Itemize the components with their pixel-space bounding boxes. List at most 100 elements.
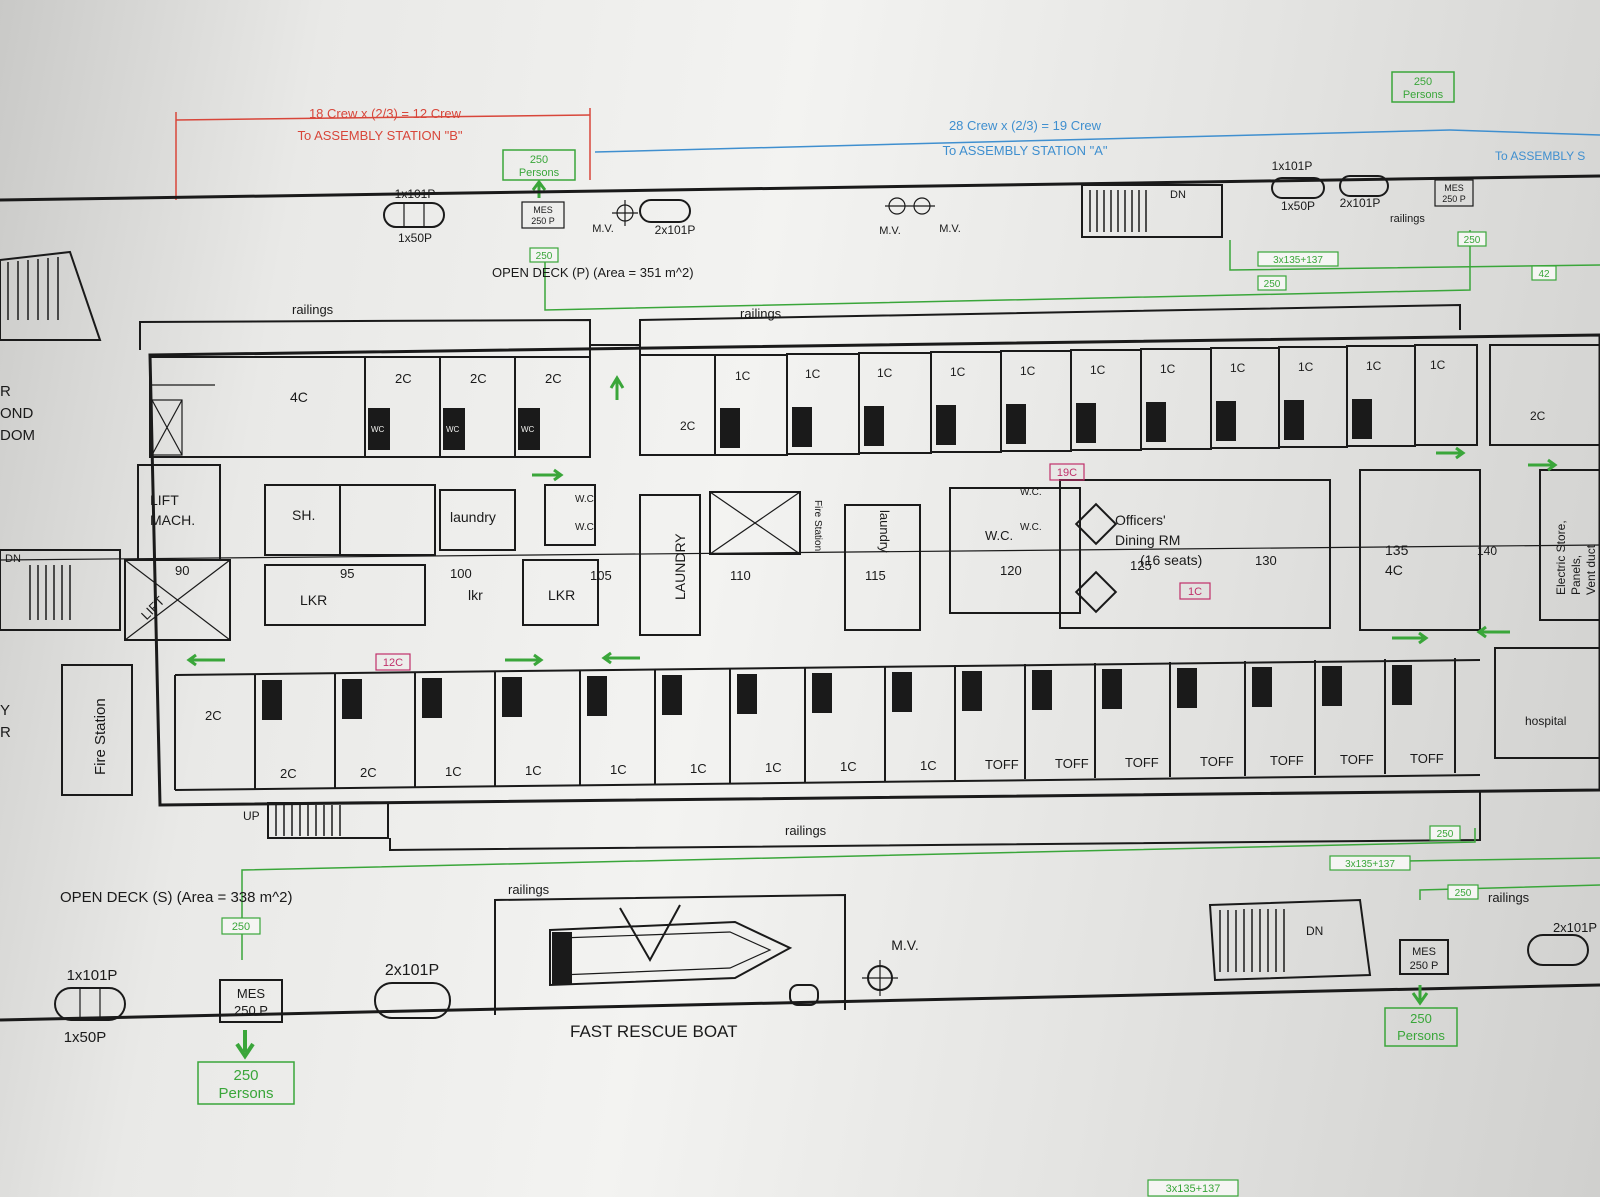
zone-tags: 19C 1C 12C <box>375 463 1211 671</box>
railings-label-starboard-fwd: railings <box>1488 890 1530 905</box>
mes-starboard-aft: MES 250 P <box>219 979 283 1023</box>
svg-text:LKR: LKR <box>548 587 575 603</box>
muster-250-persons-starboard-aft: 250 Persons <box>197 1030 295 1105</box>
railings-label-starboard: railings <box>785 823 827 838</box>
superstructure-outline <box>148 333 1600 807</box>
svg-text:1x101P: 1x101P <box>67 967 118 984</box>
laundry-main <box>639 494 701 636</box>
svg-text:1C: 1C <box>445 764 462 779</box>
muster-250-persons-starboard-fwd: 250 Persons <box>1384 985 1458 1047</box>
svg-text:120: 120 <box>1000 563 1022 578</box>
svg-text:3x135+137: 3x135+137 <box>1273 255 1323 266</box>
railing-port-mid <box>639 303 1461 345</box>
svg-text:DN: DN <box>5 553 21 565</box>
svg-text:Persons: Persons <box>1397 1028 1445 1043</box>
hull-line-starboard <box>0 983 1600 1022</box>
crew-to-station-a: 28 Crew x (2/3) = 19 Crew To ASSEMBLY ST… <box>594 118 1600 163</box>
svg-text:lkr: lkr <box>468 587 483 603</box>
svg-text:TOFF: TOFF <box>1340 752 1374 767</box>
svg-text:1C: 1C <box>1430 358 1446 372</box>
svg-text:2x101P: 2x101P <box>655 223 696 237</box>
crew-a-count: 28 Crew x (2/3) = 19 Crew <box>949 118 1102 133</box>
mv-port-2: M.V. M.V. <box>879 197 961 237</box>
svg-text:250: 250 <box>232 921 250 933</box>
svg-text:1C: 1C <box>1188 586 1202 598</box>
port-cabin-row: 4C 2C 2C 2C WC WC WC 2C 1C 1C 1C 1C <box>149 344 1600 458</box>
liferaft-starboard-aft: 1x101P 1x50P <box>54 967 126 1046</box>
svg-text:Persons: Persons <box>1403 89 1444 101</box>
svg-text:MES: MES <box>533 205 553 215</box>
svg-text:UP: UP <box>243 809 260 823</box>
stair-starboard-up: UP <box>243 802 389 839</box>
svg-text:250 P: 250 P <box>1410 960 1439 972</box>
muster-250-persons-top: 250 Persons <box>502 149 576 198</box>
stair-left-mid <box>0 549 121 631</box>
liferaft-port-aft: 1x101P 1x50P <box>383 187 445 245</box>
svg-text:1x101P: 1x101P <box>1272 159 1313 173</box>
svg-text:1C: 1C <box>1366 359 1382 373</box>
mv-starboard: M.V. <box>862 937 919 996</box>
svg-text:2C: 2C <box>470 371 487 386</box>
svg-text:90: 90 <box>175 563 189 578</box>
crew-to-station-b: 18 Crew x (2/3) = 12 Crew To ASSEMBLY ST… <box>175 106 591 200</box>
svg-text:W.C.: W.C. <box>1020 522 1042 533</box>
svg-text:MES: MES <box>1444 183 1464 193</box>
lift-shaft <box>124 559 231 641</box>
svg-text:1C: 1C <box>1160 362 1176 376</box>
muster-250-persons-top-right: 250 Persons <box>1391 71 1455 103</box>
starboard-cabin-row: 2C 2C 2C 1C 1C 1C 1C 1C 1C 1C TOFF TOFF … <box>174 647 1600 791</box>
svg-text:DN: DN <box>1170 189 1186 201</box>
svg-text:1C: 1C <box>877 366 893 380</box>
svg-text:1x101P: 1x101P <box>395 187 436 201</box>
liferaft-starboard-mid: 2x101P <box>374 962 451 1019</box>
svg-text:1C: 1C <box>690 761 707 776</box>
escape-route-starboard <box>241 828 1600 960</box>
svg-text:4C: 4C <box>1385 562 1403 578</box>
escape-arrow-up <box>609 375 625 400</box>
svg-text:laundry: laundry <box>450 509 496 525</box>
svg-text:135: 135 <box>1385 542 1409 558</box>
route-badges-starboard: 250 3x135+137 250 250 3x135+137 <box>221 825 1479 1197</box>
railings-label-port-fwd: railings <box>1390 213 1425 225</box>
svg-text:DN: DN <box>1306 924 1323 938</box>
svg-text:LIFT: LIFT <box>138 593 168 623</box>
liferaft-starboard-fwd: 2x101P <box>1527 920 1597 966</box>
svg-text:1C: 1C <box>805 367 821 381</box>
crew-a-destination: To ASSEMBLY STATION "A" <box>942 143 1107 158</box>
mv-port-1: M.V. <box>592 200 638 235</box>
svg-text:Vent duct: Vent duct <box>1584 544 1598 595</box>
crew-a-destination-partial: To ASSEMBLY S <box>1495 149 1585 163</box>
svg-text:1C: 1C <box>1090 363 1106 377</box>
central-zone: LIFT MACH. LIFT 90 SH. laundry W.C. W.C.… <box>0 464 1600 641</box>
svg-text:R: R <box>0 383 11 400</box>
svg-text:250: 250 <box>530 154 548 166</box>
svg-text:1C: 1C <box>735 369 751 383</box>
officers-dining-room <box>1059 479 1331 629</box>
svg-text:2C: 2C <box>1530 409 1546 423</box>
svg-text:MES: MES <box>237 986 266 1001</box>
svg-text:M.V.: M.V. <box>891 937 919 953</box>
svg-text:W.C.: W.C. <box>575 522 597 533</box>
svg-text:250: 250 <box>233 1067 258 1084</box>
svg-text:laundry: laundry <box>877 510 892 553</box>
svg-text:TOFF: TOFF <box>1125 755 1159 770</box>
svg-text:Dining RM: Dining RM <box>1115 532 1180 548</box>
open-deck-port-label: OPEN DECK (P) (Area = 351 m^2) <box>492 265 694 280</box>
svg-text:250 P: 250 P <box>531 216 555 226</box>
svg-text:250: 250 <box>1464 235 1481 246</box>
svg-text:1C: 1C <box>525 763 542 778</box>
svg-text:Electric Store,: Electric Store, <box>1554 520 1568 595</box>
svg-text:Persons: Persons <box>218 1085 273 1102</box>
crew-b-destination: To ASSEMBLY STATION "B" <box>297 128 462 143</box>
crew-b-count: 18 Crew x (2/3) = 12 Crew <box>309 106 462 121</box>
svg-text:1C: 1C <box>840 759 857 774</box>
route-badges-port: 250 3x135+137 250 250 42 <box>529 231 1557 291</box>
svg-text:WC: WC <box>371 425 385 434</box>
svg-text:OND: OND <box>0 405 34 422</box>
svg-text:2C: 2C <box>360 765 377 780</box>
svg-text:105: 105 <box>590 568 612 583</box>
laundry-room-115 <box>844 504 921 631</box>
svg-text:TOFF: TOFF <box>1055 756 1089 771</box>
svg-text:1C: 1C <box>610 762 627 777</box>
